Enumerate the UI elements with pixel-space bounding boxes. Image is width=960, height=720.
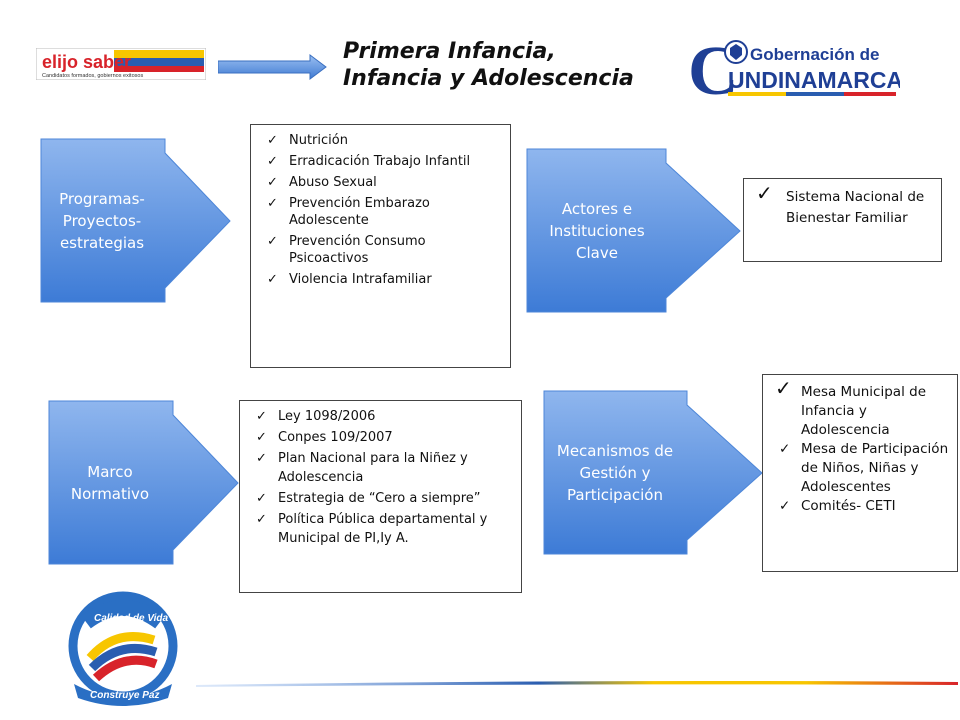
mecanismos-list: Mesa Municipal de Infancia y Adolescenci… [775, 379, 951, 516]
page-title-line-2: Infancia y Adolescencia [343, 66, 634, 91]
list-item: Erradicación Trabajo Infantil [267, 153, 504, 170]
list-item: Abuso Sexual [267, 174, 504, 191]
list-item: Conpes 109/2007 [256, 428, 515, 447]
arrow-programas: Programas-Proyectos-estrategias [40, 138, 232, 303]
elijo-saber-logo-text: elijo saber [42, 52, 131, 72]
gobernacion-cundinamarca-logo: C Gobernación de UNDINAMARCA [688, 36, 900, 102]
arrow-programas-shape [40, 138, 231, 303]
elijo-saber-tagline: Candidatos formados, gobiernos exitosos [42, 73, 143, 79]
arrow-mecanismos: Mecanismos de Gestión y Participación [543, 390, 764, 555]
calidad-logo-top: Calidad de Vida [94, 613, 169, 624]
list-item: Plan Nacional para la Niñez y Adolescenc… [256, 449, 515, 487]
list-item: Estrategia de “Cero a siempre” [256, 489, 515, 508]
arrow-mecanismos-shape [543, 390, 763, 555]
footer-flag-stripe [196, 681, 958, 687]
list-item: Nutrición [267, 132, 504, 149]
marco-list: Ley 1098/2006 Conpes 109/2007 Plan Nacio… [256, 407, 515, 548]
actores-list: Sistema Nacional de Bienestar Familiar [756, 183, 935, 229]
actores-box: Sistema Nacional de Bienestar Familiar [743, 178, 942, 262]
arrow-actores-shape [526, 148, 741, 313]
arrow-actores-label: Actores e Instituciones Clave [549, 199, 645, 262]
list-item: Ley 1098/2006 [256, 407, 515, 426]
arrow-programas-label: Programas-Proyectos-estrategias [59, 189, 145, 252]
list-item: Prevención Embarazo Adolescente [267, 195, 504, 229]
calidad-de-vida-logo: Calidad de Vida Construye Paz [68, 591, 178, 706]
list-item: Mesa de Participación de Niños, Niñas y … [779, 440, 951, 497]
block-arrow-body [40, 138, 231, 303]
elijo-saber-logo: elijo saber Candidatos formados, gobiern… [36, 48, 206, 80]
page-title-line-1: Primera Infancia, [343, 39, 556, 64]
mecanismos-box: Mesa Municipal de Infancia y Adolescenci… [762, 374, 958, 572]
block-arrow-body [543, 390, 763, 555]
arrow-mecanismos-label: Mecanismos de Gestión y Participación [556, 441, 674, 504]
calidad-logo-bottom: Construye Paz [90, 690, 159, 701]
arrow-actores: Actores e Instituciones Clave [526, 148, 742, 313]
page-title: Primera Infancia, Infancia y Adolescenci… [343, 38, 634, 92]
header-arrow [218, 54, 327, 80]
programas-list: Nutrición Erradicación Trabajo Infantil … [267, 132, 504, 288]
arrow-marco-shape [48, 400, 239, 565]
gobernacion-logo-top: Gobernación de [750, 45, 879, 64]
list-item: Violencia Intrafamiliar [267, 271, 504, 288]
arrow-marco: Marco Normativo [48, 400, 240, 565]
programas-box: Nutrición Erradicación Trabajo Infantil … [250, 124, 511, 368]
gobernacion-logo-bottom: UNDINAMARCA [728, 67, 900, 93]
list-item: Política Pública departamental y Municip… [256, 510, 515, 548]
marco-box: Ley 1098/2006 Conpes 109/2007 Plan Nacio… [239, 400, 522, 593]
list-item: Prevención Consumo Psicoactivos [267, 233, 504, 267]
block-arrow-body [526, 148, 741, 313]
list-item: Mesa Municipal de Infancia y Adolescenci… [775, 379, 951, 440]
list-item: Sistema Nacional de Bienestar Familiar [756, 183, 935, 229]
list-item: Comités- CETI [779, 497, 951, 516]
block-arrow-body [48, 400, 239, 565]
arrow-marco-label: Marco Normativo [70, 462, 150, 503]
